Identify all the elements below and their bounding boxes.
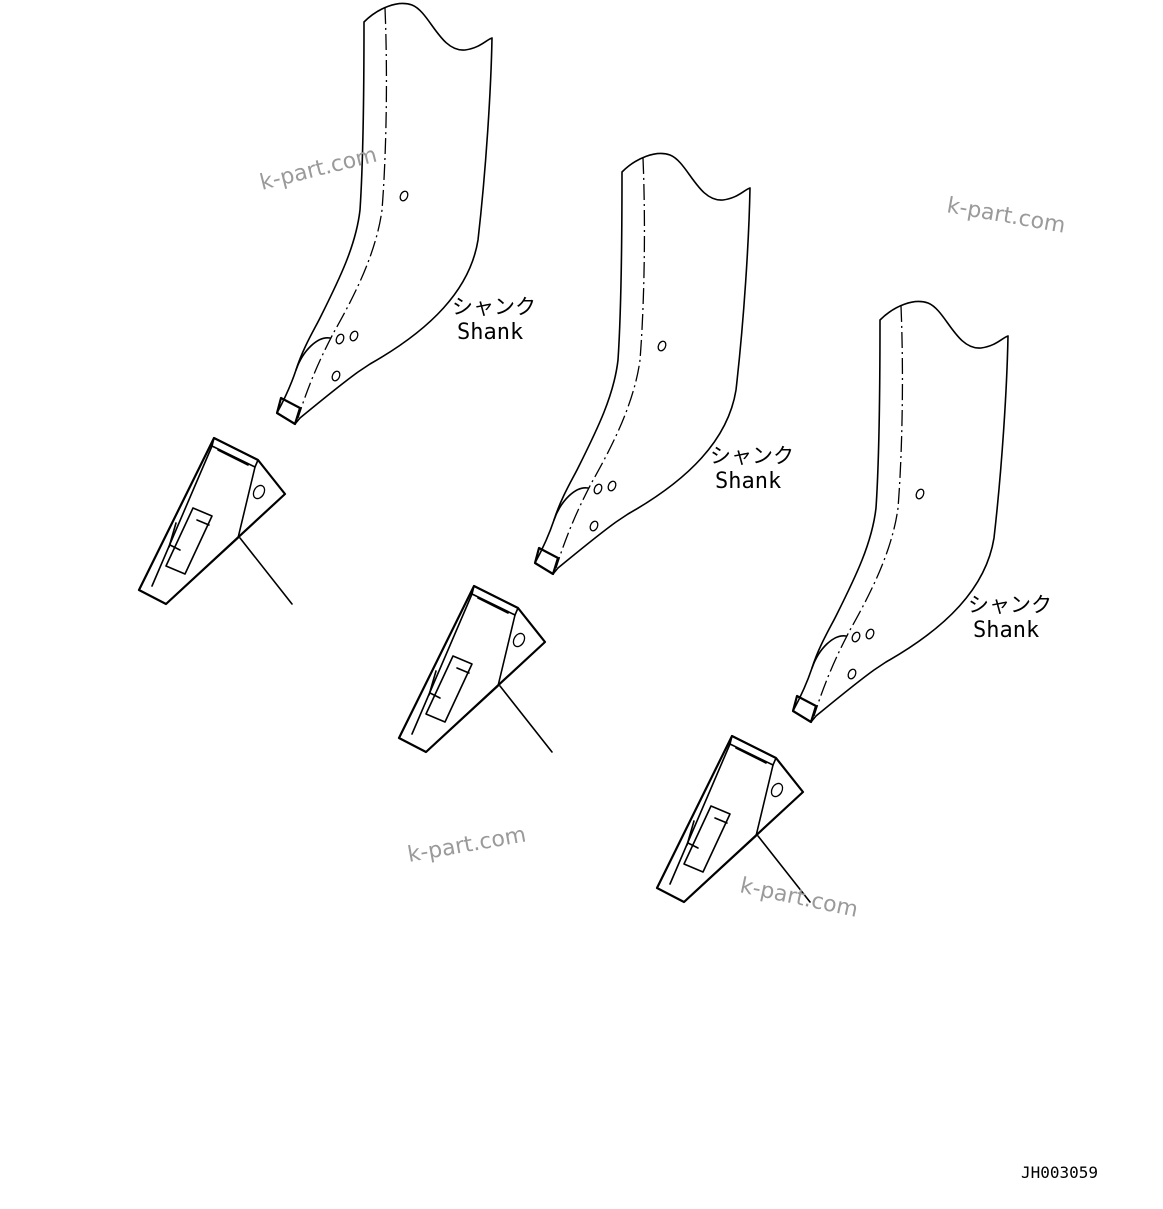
drawing-code: JH003059 xyxy=(1021,1163,1098,1182)
watermark-4: k-part.com xyxy=(738,873,860,922)
shank-label-jp: シャンク xyxy=(452,295,536,319)
shank-label-en: Shank xyxy=(457,320,523,345)
shank-label-1: シャンク Shank xyxy=(452,295,536,345)
watermark-3: k-part.com xyxy=(406,822,528,867)
tooth-1 xyxy=(137,436,294,606)
shank-3 xyxy=(791,300,1010,724)
shank-label-jp: シャンク xyxy=(710,444,794,468)
shank-label-en: Shank xyxy=(973,618,1039,643)
shank-1 xyxy=(275,2,494,426)
shank-label-en: Shank xyxy=(715,469,781,494)
tooth-3 xyxy=(655,734,812,904)
shank-label-3: シャンク Shank xyxy=(968,593,1052,643)
tooth-2 xyxy=(397,584,554,754)
shank-label-jp: シャンク xyxy=(968,593,1052,617)
shank-2 xyxy=(533,152,752,576)
watermark-2: k-part.com xyxy=(945,193,1067,238)
shank-label-2: シャンク Shank xyxy=(710,444,794,494)
